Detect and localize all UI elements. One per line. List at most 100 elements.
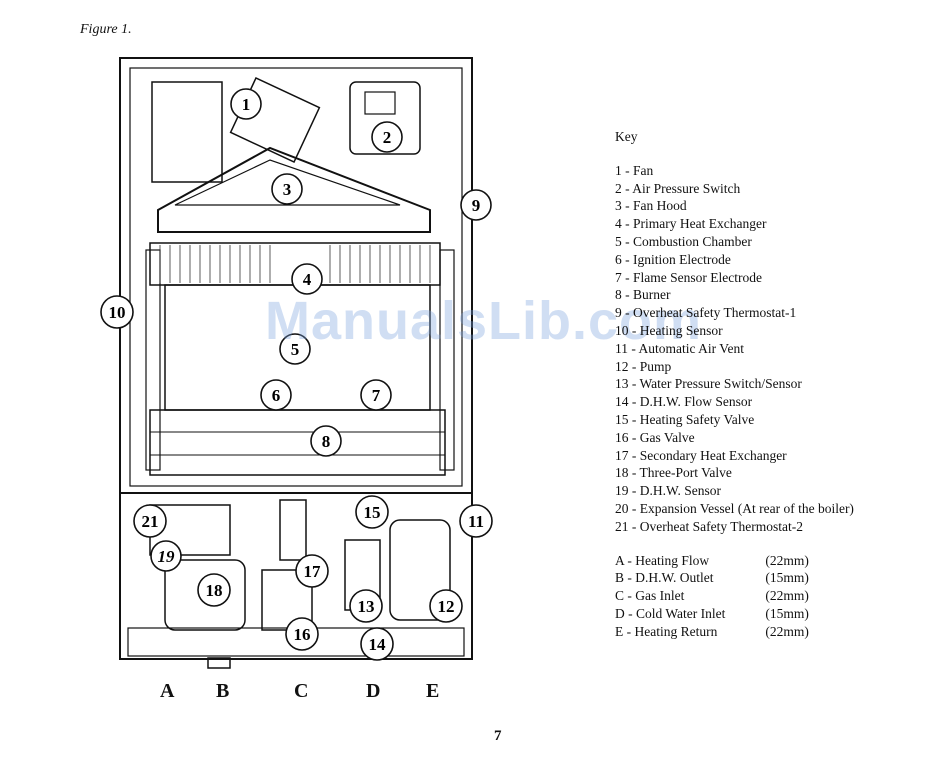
key-item: 5 - Combustion Chamber [615, 233, 752, 249]
key-item: 19 - D.H.W. Sensor [615, 483, 721, 499]
key-item: 15 - Heating Safety Valve [615, 411, 755, 427]
connection-label: A - Heating Flow [615, 552, 710, 568]
callout-8: 8 [310, 425, 342, 457]
connection-size: (22mm) [765, 623, 809, 639]
callout-18: 18 [197, 573, 231, 607]
svg-text:5: 5 [291, 340, 300, 359]
connection-size: (22mm) [765, 552, 809, 568]
connection-row: D - Cold Water Inlet (15mm) [615, 605, 809, 623]
key-panel: Key 1 - Fan 2 - Air Pressure Switch 3 - … [615, 128, 854, 641]
burner [149, 409, 446, 476]
key-item: 3 - Fan Hood [615, 198, 687, 214]
svg-text:1: 1 [242, 95, 251, 114]
lower-casing [119, 492, 473, 660]
callout-3: 3 [271, 173, 303, 205]
key-item: 18 - Three-Port Valve [615, 465, 732, 481]
svg-text:15: 15 [364, 503, 381, 522]
svg-text:19: 19 [158, 547, 176, 566]
callout-11: 11 [459, 504, 493, 538]
boiler-diagram: 1 2 3 4 5 6 7 8 9 10 11 12 13 14 15 16 1… [100, 57, 493, 669]
connection-label: E - Heating Return [615, 623, 718, 639]
key-item: 11 - Automatic Air Vent [615, 340, 744, 356]
key-item: 8 - Burner [615, 287, 671, 303]
svg-text:6: 6 [272, 386, 281, 405]
key-item: 16 - Gas Valve [615, 429, 695, 445]
gas-pipe [279, 499, 307, 561]
connection-letter-e: E [426, 680, 440, 702]
svg-text:12: 12 [438, 597, 455, 616]
key-item: 2 - Air Pressure Switch [615, 180, 741, 196]
key-item: 17 - Secondary Heat Exchanger [615, 447, 787, 463]
connection-size: (22mm) [765, 588, 809, 604]
connection-label: D - Cold Water Inlet [615, 605, 726, 621]
air-pressure-switch-socket [364, 91, 396, 115]
heat-exchanger-fins [159, 245, 431, 283]
key-item: 10 - Heating Sensor [615, 322, 723, 338]
connection-size: (15mm) [765, 605, 809, 621]
callout-1: 1 [230, 88, 262, 120]
right-pipe [439, 249, 455, 471]
connection-stub-b [207, 657, 231, 669]
key-item: 12 - Pump [615, 358, 672, 374]
fan-body [151, 81, 223, 183]
air-pressure-switch [349, 81, 421, 155]
key-list: 1 - Fan 2 - Air Pressure Switch 3 - Fan … [615, 162, 854, 536]
key-item: 6 - Ignition Electrode [615, 251, 731, 267]
key-item: 7 - Flame Sensor Electrode [615, 269, 762, 285]
connection-row: E - Heating Return (22mm) [615, 623, 809, 641]
callout-7: 7 [360, 379, 392, 411]
svg-text:10: 10 [109, 303, 126, 322]
svg-text:9: 9 [472, 196, 481, 215]
key-title: Key [615, 129, 638, 144]
connection-row: B - D.H.W. Outlet (15mm) [615, 569, 809, 587]
connection-label: B - D.H.W. Outlet [615, 570, 714, 586]
callout-2: 2 [371, 121, 403, 153]
left-pipe [145, 249, 161, 471]
key-item: 4 - Primary Heat Exchanger [615, 216, 767, 232]
svg-text:8: 8 [322, 432, 331, 451]
key-item: 21 - Overheat Safety Thermostat-2 [615, 518, 803, 534]
connection-row: A - Heating Flow (22mm) [615, 552, 809, 570]
svg-text:21: 21 [142, 512, 159, 531]
svg-text:18: 18 [206, 581, 223, 600]
callout-10: 10 [100, 295, 134, 329]
callout-16: 16 [285, 617, 319, 651]
three-port-valve-body [164, 559, 246, 631]
svg-text:2: 2 [383, 128, 392, 147]
key-item: 1 - Fan [615, 162, 654, 178]
key-item: 20 - Expansion Vessel (At rear of the bo… [615, 500, 854, 516]
upper-inner-panel [129, 67, 463, 487]
connection-letter-c: C [294, 680, 309, 702]
key-item: 13 - Water Pressure Switch/Sensor [615, 376, 802, 392]
connection-row: C - Gas Inlet (22mm) [615, 587, 809, 605]
callout-9: 9 [460, 189, 492, 221]
callout-15: 15 [355, 495, 389, 529]
key-item: 9 - Overheat Safety Thermostat-1 [615, 305, 797, 321]
callout-6: 6 [260, 379, 292, 411]
fan-hood [157, 146, 431, 233]
svg-text:3: 3 [283, 180, 292, 199]
connection-letter-d: D [366, 680, 381, 702]
svg-text:7: 7 [372, 386, 381, 405]
connection-letter-b: B [216, 680, 230, 702]
connection-size: (15mm) [765, 570, 809, 586]
svg-text:13: 13 [358, 597, 375, 616]
callout-17: 17 [295, 554, 329, 588]
pump-body [389, 519, 451, 621]
connection-label: C - Gas Inlet [615, 588, 685, 604]
watermark: ManualsLib.com [265, 291, 703, 351]
svg-text:4: 4 [303, 270, 312, 289]
connection-letter-a: A [160, 680, 175, 702]
callout-14: 14 [360, 627, 394, 661]
page-number: 7 [494, 728, 502, 744]
callout-4: 4 [291, 263, 323, 295]
callout-19: 19 [150, 540, 182, 572]
svg-text:16: 16 [294, 625, 311, 644]
key-item: 14 - D.H.W. Flow Sensor [615, 394, 753, 410]
callout-13: 13 [349, 589, 383, 623]
callout-21: 21 [133, 504, 167, 538]
svg-text:17: 17 [304, 562, 322, 581]
figure-title: Figure 1. [80, 22, 132, 37]
callout-5: 5 [279, 333, 311, 365]
connections-table: A - Heating Flow (22mm) B - D.H.W. Outlet… [615, 552, 809, 641]
